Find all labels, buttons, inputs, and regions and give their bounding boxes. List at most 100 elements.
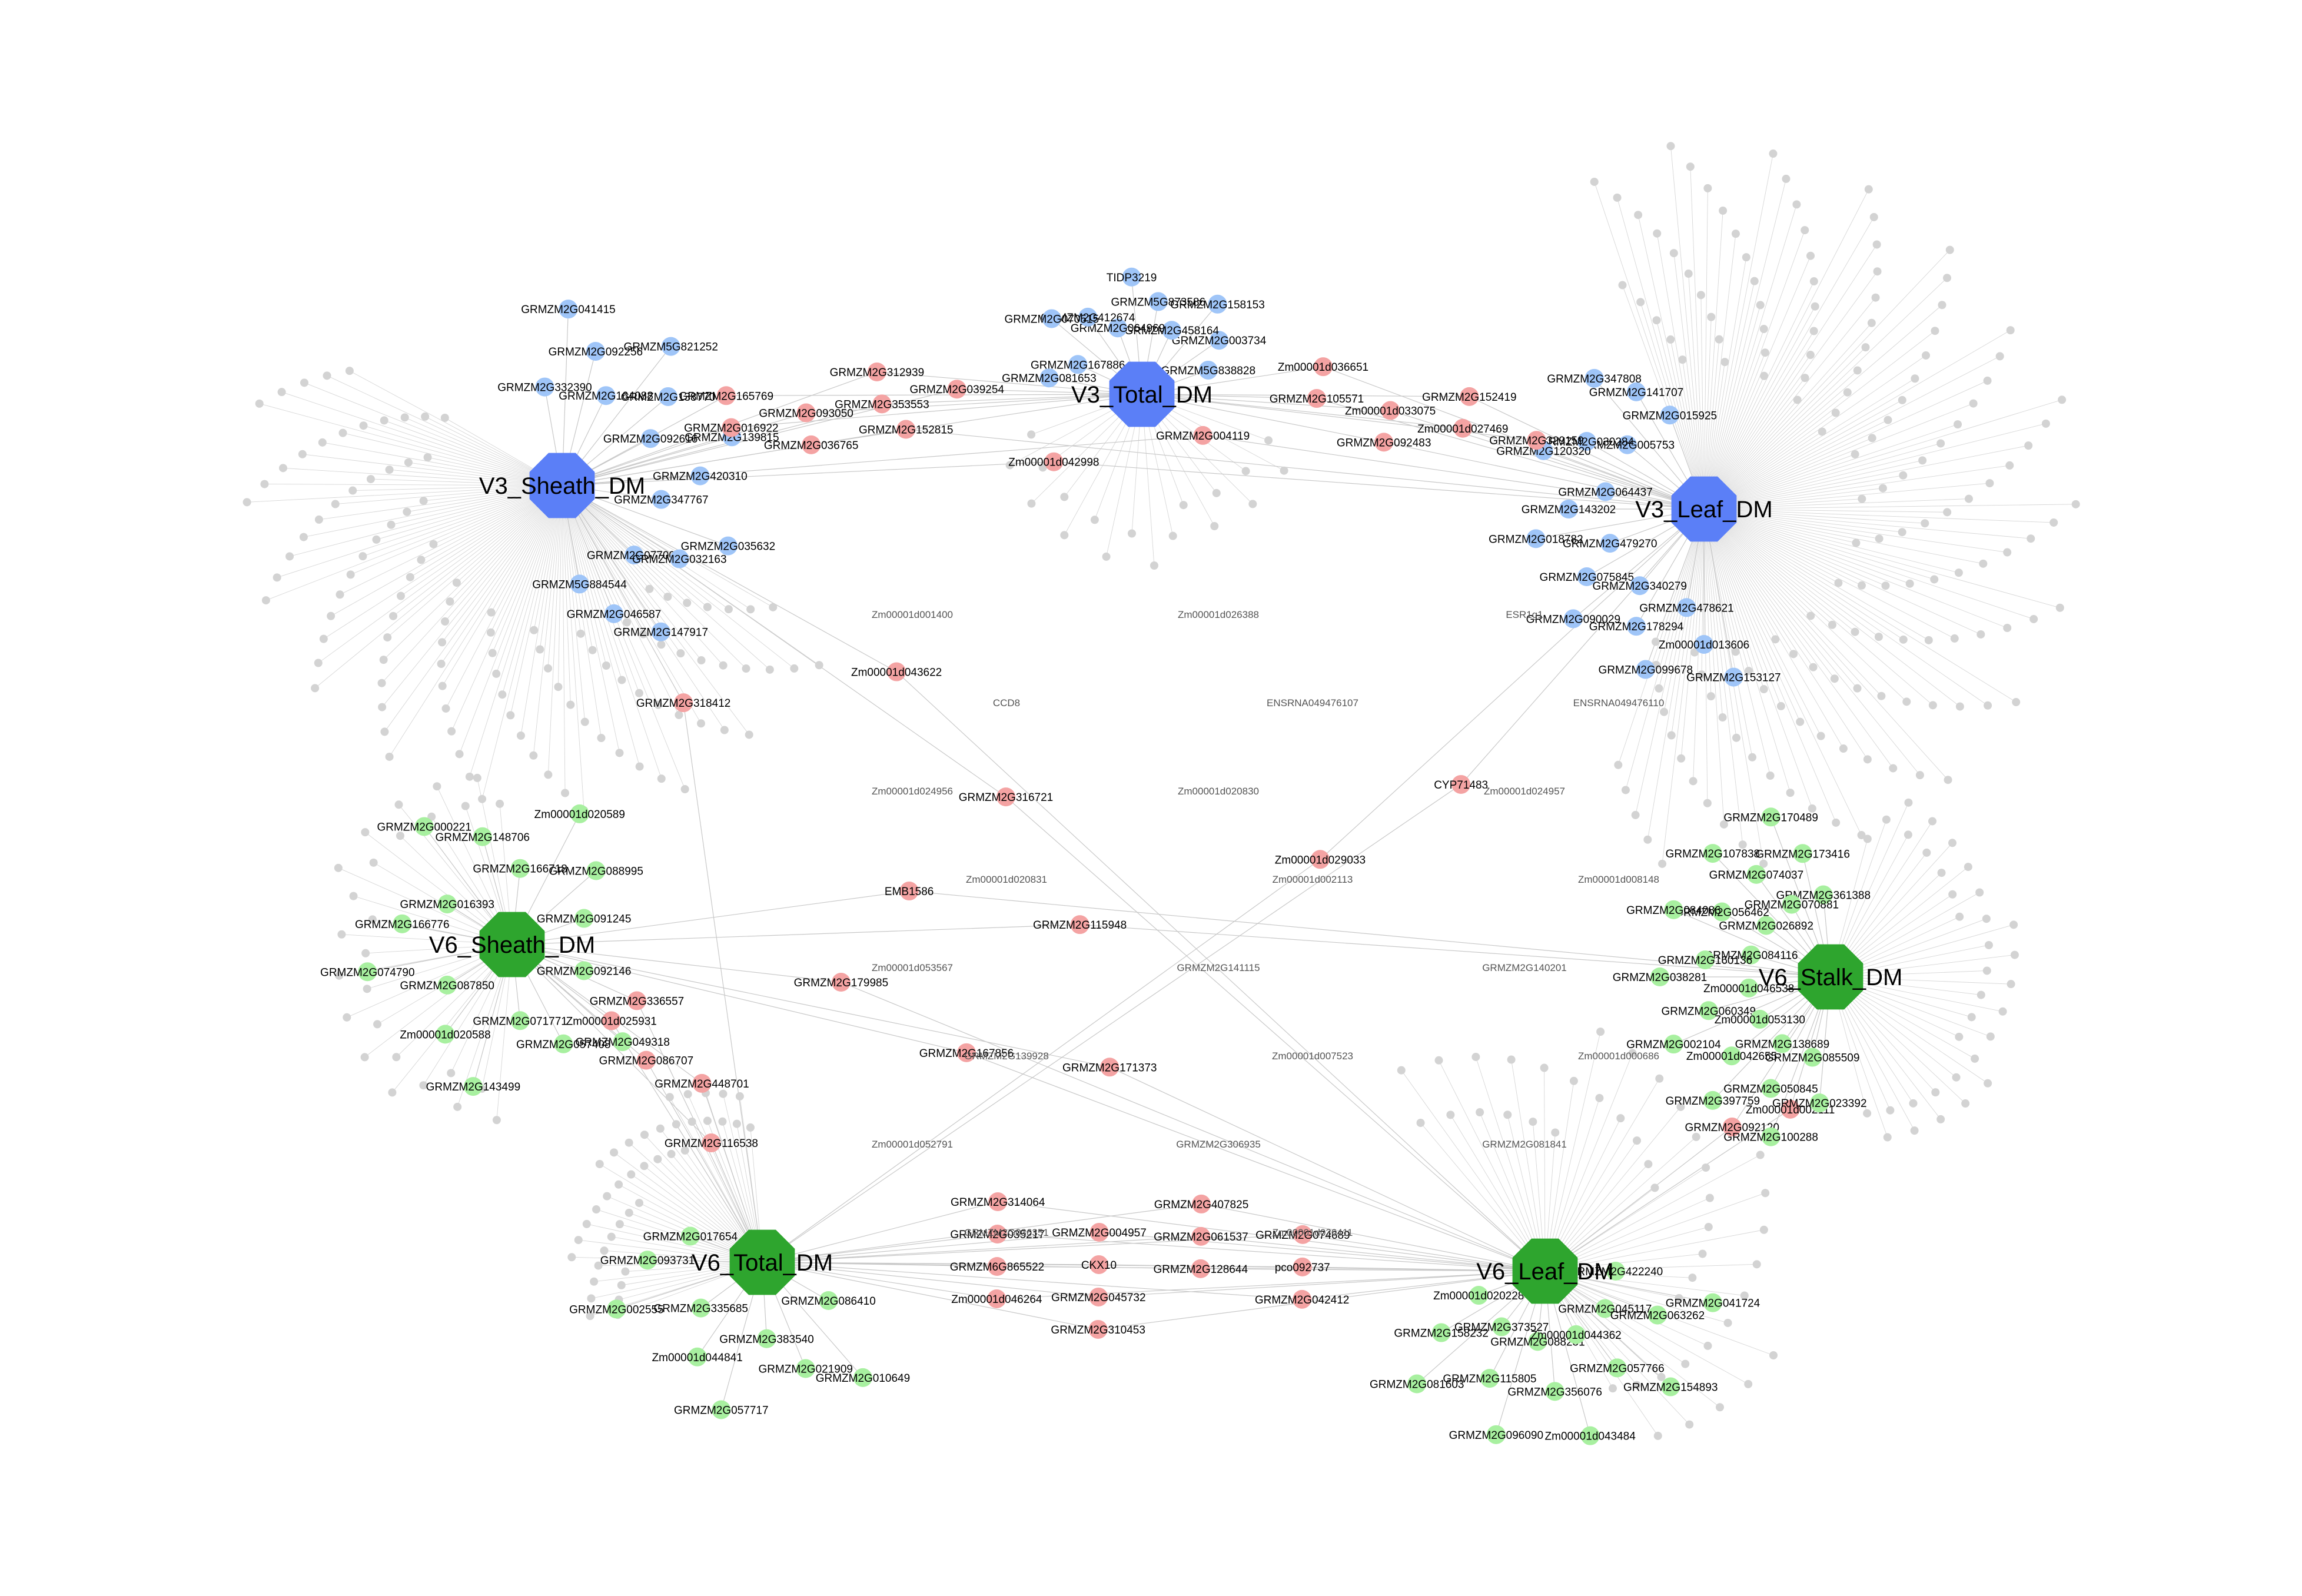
gene-node[interactable]: GRMZM2G397759 bbox=[1666, 1090, 1760, 1110]
gene-node[interactable]: GRMZM2G458164 bbox=[1124, 321, 1219, 340]
gene-node[interactable]: Zm00001d013606 bbox=[1659, 635, 1749, 654]
gene-node[interactable]: GRMZM2G045117 bbox=[1558, 1299, 1652, 1318]
gene-node[interactable]: pco092737 bbox=[1275, 1257, 1330, 1276]
gene-node[interactable]: GRMZM5G873586 bbox=[1111, 292, 1206, 311]
gene-node[interactable]: GRMZM2G071771 bbox=[473, 1011, 567, 1030]
gene-node[interactable]: GRMZM2G361388 bbox=[1776, 885, 1871, 905]
gene-node[interactable]: GRMZM2G318412 bbox=[636, 693, 731, 713]
gene-node[interactable]: GRMZM2G356076 bbox=[1507, 1382, 1602, 1401]
gene-node[interactable]: GRMZM2G316721 bbox=[959, 787, 1054, 807]
gene-node[interactable]: GRMZM2G329159 bbox=[1489, 431, 1584, 450]
gene-node[interactable]: GRMZM2G003734 bbox=[1172, 331, 1267, 350]
gene-node[interactable]: GRMZM2G138770 bbox=[621, 387, 716, 406]
gene-node[interactable]: GRMZM2G147917 bbox=[614, 622, 709, 641]
gene-node[interactable]: GRMZM2G347808 bbox=[1547, 368, 1642, 388]
gene-node[interactable]: GRMZM2G332390 bbox=[497, 377, 592, 397]
gene-node[interactable]: Zm00001d042655 bbox=[1686, 1046, 1777, 1066]
gene-node[interactable]: Zm00001d046264 bbox=[951, 1289, 1042, 1308]
gene-node[interactable]: GRMZM2G166718 bbox=[473, 859, 567, 878]
gene-node[interactable]: GRMZM2G336557 bbox=[590, 991, 685, 1010]
gene-node[interactable]: GRMZM2G070881 bbox=[1745, 895, 1839, 914]
gene-node[interactable]: GRMZM2G057717 bbox=[674, 1400, 769, 1419]
gene-node[interactable]: GRMZM2G091245 bbox=[537, 909, 632, 928]
hub-v6-sheath[interactable]: V6_Sheath_DM bbox=[429, 912, 595, 977]
gene-node[interactable]: Zm00001d043484 bbox=[1545, 1426, 1636, 1445]
gene-node[interactable]: GRMZM2G046587 bbox=[567, 604, 662, 623]
gene-node[interactable]: GRMZM2G115805 bbox=[1443, 1369, 1536, 1388]
hub-v3-sheath[interactable]: V3_Sheath_DM bbox=[479, 453, 645, 518]
gene-node[interactable]: GRMZM2G039254 bbox=[909, 380, 1004, 399]
gene-node[interactable]: GRMZM2G002555 bbox=[569, 1299, 664, 1319]
gene-node[interactable]: Zm00001d043622 bbox=[851, 662, 942, 681]
gene-node[interactable]: GRMZM2G412674 bbox=[1041, 307, 1135, 327]
gene-node[interactable]: GRMZM2G420310 bbox=[653, 466, 748, 486]
gene-node[interactable]: GRMZM2G152419 bbox=[1422, 387, 1517, 406]
gene-node[interactable]: Zm00001d020588 bbox=[400, 1025, 491, 1044]
gene-node[interactable]: GRMZM2G056462 bbox=[1675, 902, 1769, 922]
gene-node[interactable]: GRMZM2G335685 bbox=[653, 1298, 748, 1318]
gene-node[interactable]: GRMZM2G478621 bbox=[1639, 598, 1734, 617]
gene-node[interactable]: GRMZM2G092120 bbox=[1685, 1118, 1779, 1137]
gene-node[interactable]: GRMZM2G160136 bbox=[1658, 950, 1753, 970]
gene-node[interactable]: Zm00001d044362 bbox=[1530, 1325, 1622, 1344]
gene-node[interactable]: GRMZM5G838828 bbox=[1161, 360, 1256, 380]
gene-node[interactable]: GRMZM2G093731 bbox=[600, 1251, 695, 1270]
gene-node[interactable]: GRMZM2G017654 bbox=[643, 1226, 738, 1246]
hub-v6-leaf[interactable]: V6_Leaf_DM bbox=[1476, 1238, 1614, 1304]
gene-node[interactable]: Zm00001d046538 bbox=[1703, 978, 1794, 998]
gene-node[interactable]: GRMZM2G373527 bbox=[1454, 1317, 1549, 1336]
gene-node[interactable]: Zm00001d044841 bbox=[652, 1347, 743, 1366]
gene-node[interactable]: GRMZM2G152815 bbox=[859, 420, 954, 439]
gene-node[interactable]: GRMZM2G063262 bbox=[1610, 1305, 1705, 1325]
gene-node[interactable]: GRMZM2G030284 bbox=[1540, 432, 1635, 451]
gene-node[interactable]: GRMZM2G049318 bbox=[575, 1032, 670, 1052]
gene-node[interactable]: GRMZM2G166776 bbox=[355, 914, 450, 933]
gene-node[interactable]: GRMZM2G086410 bbox=[781, 1291, 876, 1310]
gene-node[interactable]: GRMZM2G004119 bbox=[1156, 425, 1250, 445]
gene-node[interactable]: Zm00001d027469 bbox=[1417, 418, 1508, 438]
gene-node[interactable]: GRMZM2G005753 bbox=[1580, 435, 1675, 454]
gene-node[interactable]: Zm00001d020228 bbox=[1433, 1286, 1524, 1305]
gene-node[interactable]: Zm00001d025931 bbox=[566, 1011, 657, 1030]
hub-v6-total[interactable]: V6_Total_DM bbox=[692, 1229, 833, 1295]
gene-node[interactable]: GRMZM2G004957 bbox=[1052, 1222, 1147, 1242]
gene-node[interactable]: GRMZM2G026892 bbox=[1719, 916, 1813, 935]
gene-node[interactable]: GRMZM6G865522 bbox=[950, 1256, 1045, 1276]
gene-node[interactable]: CYP71483 bbox=[1434, 774, 1488, 794]
gene-node[interactable]: GRMZM2G090029 bbox=[1526, 609, 1621, 629]
gene-node[interactable]: GRMZM5G884544 bbox=[532, 574, 627, 594]
gene-node[interactable]: GRMZM2G016922 bbox=[684, 418, 779, 437]
gene-node[interactable]: GRMZM2G422240 bbox=[1569, 1262, 1663, 1281]
gene-node[interactable]: GRMZM2G153127 bbox=[1686, 667, 1781, 687]
gene-node[interactable]: GRMZM2G074689 bbox=[1255, 1225, 1350, 1244]
gene-node[interactable]: GRMZM2G092146 bbox=[537, 961, 632, 980]
gene-node[interactable]: GRMZM2G178294 bbox=[1589, 617, 1684, 636]
gene-node[interactable]: GRMZM2G064437 bbox=[1558, 482, 1653, 501]
gene-node[interactable]: GRMZM2G081603 bbox=[1370, 1374, 1464, 1394]
gene-node[interactable]: GRMZM2G074037 bbox=[1709, 864, 1804, 884]
gene-node[interactable]: GRMZM2G171373 bbox=[1062, 1058, 1157, 1077]
gene-node[interactable]: GRMZM2G099678 bbox=[1599, 660, 1693, 679]
gene-node[interactable]: GRMZM2G057408 bbox=[516, 1034, 611, 1053]
gene-node[interactable]: GRMZM2G092616 bbox=[603, 429, 698, 448]
gene-node[interactable]: Zm00001d042998 bbox=[1008, 452, 1099, 471]
gene-node[interactable]: GRMZM2G045732 bbox=[1051, 1287, 1146, 1306]
gene-node[interactable]: GRMZM2G154893 bbox=[1623, 1377, 1718, 1396]
gene-node[interactable]: GRMZM2G314064 bbox=[951, 1192, 1045, 1212]
gene-node[interactable]: GRMZM2G084086 bbox=[1626, 900, 1721, 919]
gene-node[interactable]: GRMZM2G143499 bbox=[426, 1077, 521, 1096]
gene-node[interactable]: GRMZM2G092256 bbox=[549, 341, 643, 361]
gene-node[interactable]: GRMZM2G084116 bbox=[1705, 945, 1798, 965]
gene-node[interactable]: GRMZM2G120320 bbox=[1496, 441, 1591, 460]
gene-node[interactable]: GRMZM2G070515 bbox=[1005, 309, 1099, 328]
gene-node[interactable]: GRMZM2G077004 bbox=[587, 546, 682, 565]
gene-node[interactable]: GRMZM2G016393 bbox=[400, 895, 494, 914]
gene-node[interactable]: GRMZM2G170489 bbox=[1723, 807, 1818, 827]
gene-node[interactable]: GRMZM2G075845 bbox=[1540, 567, 1635, 586]
gene-node[interactable]: GRMZM2G312939 bbox=[830, 363, 925, 382]
gene-node[interactable]: GRMZM2G167886 bbox=[1031, 355, 1125, 374]
gene-node[interactable]: Zm00001d020589 bbox=[534, 804, 625, 823]
gene-node[interactable]: GRMZM2G479270 bbox=[1563, 534, 1657, 553]
gene-node[interactable]: GRMZM2G002104 bbox=[1626, 1035, 1721, 1054]
gene-node[interactable]: GRMZM2G115948 bbox=[1033, 915, 1127, 935]
